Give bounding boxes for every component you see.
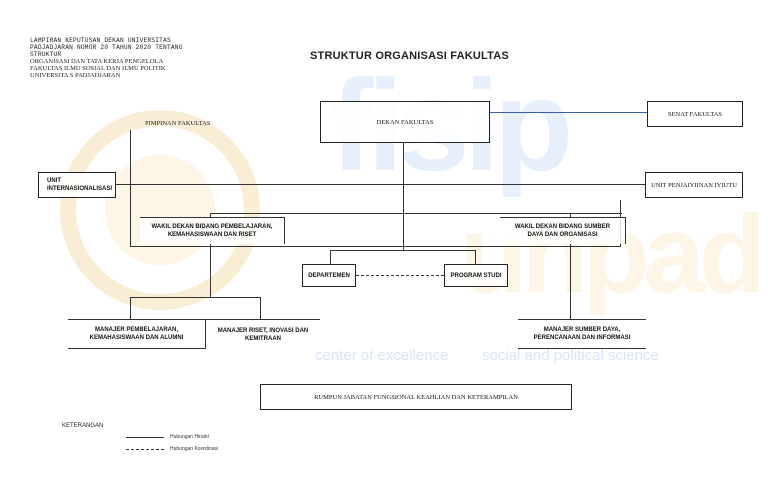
departemen-label: DEPARTEMEN (308, 272, 350, 279)
legend-title: KETERANGAN (62, 423, 104, 429)
legend-solid-label: Hubungan Hirarki (170, 434, 209, 440)
manajer-riset-line1: MANAJER RISET, INOVASI DAN (217, 327, 309, 334)
legend-dashed-line (126, 449, 164, 450)
wakil-dekan-2-line2: DAYA DAN ORGANISASI (527, 232, 598, 238)
connector-wakil2-down (570, 244, 571, 319)
wakil-dekan-1-box: WAKIL DEKAN BIDANG PEMBELAJARAN, KEMAHAS… (140, 217, 285, 244)
legend-dashed-label: Hubungan Koordinasi (170, 446, 219, 452)
wakil-dekan-2-box: WAKIL DEKAN BIDANG SUMBER DAYA DAN ORGAN… (500, 217, 626, 244)
manajer-riset-box: MANAJER RISET, INOVASI DAN KEMITRAAN (205, 319, 320, 349)
manajer-riset-line2: KEMITRAAN (245, 335, 281, 342)
manajer-sumber-daya-line1: MANAJER SUMBER DAYA, (543, 327, 621, 333)
connector-dept-prodi-row (330, 250, 475, 251)
wakil-dekan-1-line1: WAKIL DEKAN BIDANG PEMBELAJARAN, (151, 224, 273, 230)
connector-wakil2-drop (570, 213, 571, 217)
connector-koordinasi-dashed (356, 275, 444, 276)
rumpun-jabatan-label: RUMPUN JABATAN FUNGSIONAL KEAHLIAN DAN K… (314, 393, 518, 401)
connector-pimpinan-left (130, 130, 131, 247)
header-line-5: FAKULTAS ILMU SOSIAL DAN ILMU POLITIK (30, 65, 166, 72)
header-line-6: UNIVERSITA S PADJADJARAN (30, 72, 121, 79)
wakil-dekan-2-line1: WAKIL DEKAN BIDANG SUMBER (514, 224, 611, 230)
senat-box: SENAT FAKULTAS (647, 101, 743, 127)
senat-label: SENAT FAKULTAS (667, 110, 723, 118)
connector-manajer2-drop (260, 297, 261, 319)
connector-wakil-row (210, 213, 622, 214)
watermark-tagline-right: social and political science (482, 347, 659, 364)
program-studi-box: PROGRAM STUDI (444, 264, 508, 287)
legend: KETERANGAN Hubungan Hirarki Hubungan Koo… (62, 423, 262, 463)
connector-manajer1-drop (130, 297, 131, 319)
connector-dekan-down (403, 143, 404, 250)
rumpun-jabatan-box: RUMPUN JABATAN FUNGSIONAL KEAHLIAN DAN K… (260, 384, 572, 410)
departemen-box: DEPARTEMEN (302, 264, 356, 287)
wakil-dekan-1-line2: KEMAHASISWAAN DAN RISET (167, 232, 257, 238)
unit-penjaminan-label: UNIT PENJAIYIINAN IYIUTU (651, 181, 737, 189)
connector-prodi-drop (475, 250, 476, 264)
header-line-4: ORGANISASI DAN TATA KERJA PENGELOLA (30, 58, 164, 65)
connector-unit-row (115, 184, 645, 185)
header-line-3: STRUKTUR (30, 51, 62, 58)
header-line-1: LAMPIRAN KEPUTUSAN DEKAN UNIVERSITAS (30, 37, 171, 44)
manajer-pembelajaran-box: MANAJER PEMBELAJARAN, KEMAHASISWAAN DAN … (68, 319, 205, 349)
unit-internasionalisasi-line1: UNIT (47, 178, 61, 184)
pimpinan-label: PIMPINAN FAKULTAS (145, 120, 211, 127)
connector-wakil1-down (210, 244, 211, 297)
diagram-title: STRUKTUR ORGANISASI FAKULTAS (310, 50, 509, 62)
manajer-sumber-daya-box: MANAJER SUMBER DAYA, PERENCANAAN DAN INF… (518, 319, 646, 349)
unit-penjaminan-box: UNIT PENJAIYIINAN IYIUTU (645, 172, 743, 198)
watermark-tagline-left: center of excellence (315, 347, 449, 364)
unit-internasionalisasi-line2: INTERNASIONALISASI (47, 186, 113, 192)
connector-departemen-drop (330, 250, 331, 264)
legend-solid-line (126, 437, 164, 438)
unit-internasionalisasi-box: UNIT INTERNASIONALISASI (38, 172, 116, 198)
program-studi-label: PROGRAM STUDI (450, 272, 502, 279)
dekan-box: DEKAN FAKULTAS (320, 101, 490, 143)
manajer-pembelajaran-line2: KEMAHASISWAAN DAN ALUMNI (89, 335, 184, 341)
manajer-sumber-daya-line2: PERENCANAAN DAN INFORMASI (533, 335, 631, 341)
dekan-label: DEKAN FAKULTAS (376, 118, 434, 126)
manajer-pembelajaran-line1: MANAJER PEMBELAJARAN, (94, 327, 178, 333)
decree-header: LAMPIRAN KEPUTUSAN DEKAN UNIVERSITAS PAD… (30, 37, 250, 79)
connector-pimpinan-bottom (130, 246, 620, 247)
connector-manajer-row (130, 297, 260, 298)
header-line-2: PADJADJARAN NOMOR 20 TAHUN 2020 TENTANG (30, 44, 183, 51)
connector-wakil1-drop (210, 213, 211, 217)
connector-dekan-senat (490, 112, 647, 113)
